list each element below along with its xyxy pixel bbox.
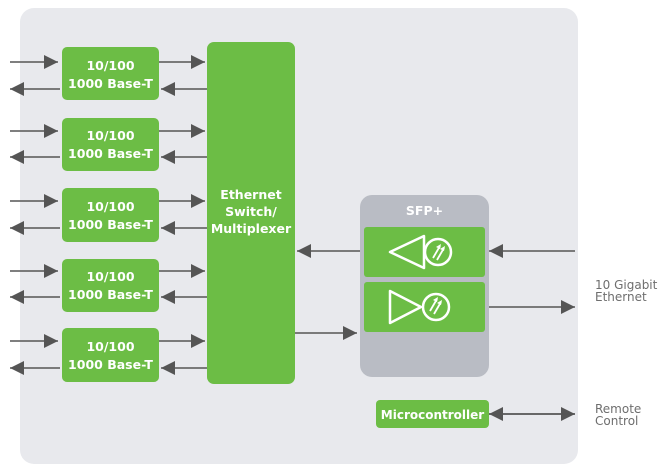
port-label-speed: 10/100: [86, 269, 134, 284]
port-row: 10/100 1000 Base-T: [10, 188, 207, 242]
port-label-standard: 1000 Base-T: [68, 287, 153, 302]
sfp-title: SFP+: [406, 203, 443, 218]
microcontroller-block: [376, 400, 489, 428]
ten-gig-ethernet-label: 10 Gigabit Ethernet: [595, 279, 657, 303]
transceiver-block: [62, 259, 159, 312]
port-label-standard: 1000 Base-T: [68, 217, 153, 232]
ten-gig-label-line2: Ethernet: [595, 290, 647, 304]
port-label-speed: 10/100: [86, 58, 134, 73]
microcontroller-label: Microcontroller: [381, 408, 484, 422]
port-row: 10/100 1000 Base-T: [10, 118, 207, 171]
port-label-speed: 10/100: [86, 339, 134, 354]
transmitter-amplifier-icon: [388, 289, 423, 325]
transceiver-block: [62, 118, 159, 171]
port-row: 10/100 1000 Base-T: [10, 47, 207, 100]
switch-label-line2: Switch/: [225, 204, 277, 219]
port-label-standard: 1000 Base-T: [68, 76, 153, 91]
ten-gig-label-line1: 10 Gigabit: [595, 278, 658, 292]
port-row: 10/100 1000 Base-T: [10, 328, 207, 382]
port-label-speed: 10/100: [86, 128, 134, 143]
remote-label-line1: Remote: [595, 402, 642, 416]
port-row: 10/100 1000 Base-T: [10, 259, 207, 312]
switch-label-line1: Ethernet: [220, 187, 281, 202]
sfp-transmitter-block: [364, 282, 485, 332]
transceiver-block: [62, 47, 159, 100]
remote-label-line2: Control: [595, 414, 639, 428]
photodiode-icon: [423, 237, 453, 267]
transceiver-block: [62, 328, 159, 382]
port-label-speed: 10/100: [86, 199, 134, 214]
port-label-standard: 1000 Base-T: [68, 357, 153, 372]
transceiver-block: [62, 188, 159, 242]
switch-label-line3: Multiplexer: [211, 221, 292, 236]
remote-control-label: Remote Control: [595, 403, 641, 427]
ethernet-switch-block: [207, 42, 295, 384]
port-label-standard: 1000 Base-T: [68, 146, 153, 161]
laser-diode-icon: [421, 292, 451, 322]
